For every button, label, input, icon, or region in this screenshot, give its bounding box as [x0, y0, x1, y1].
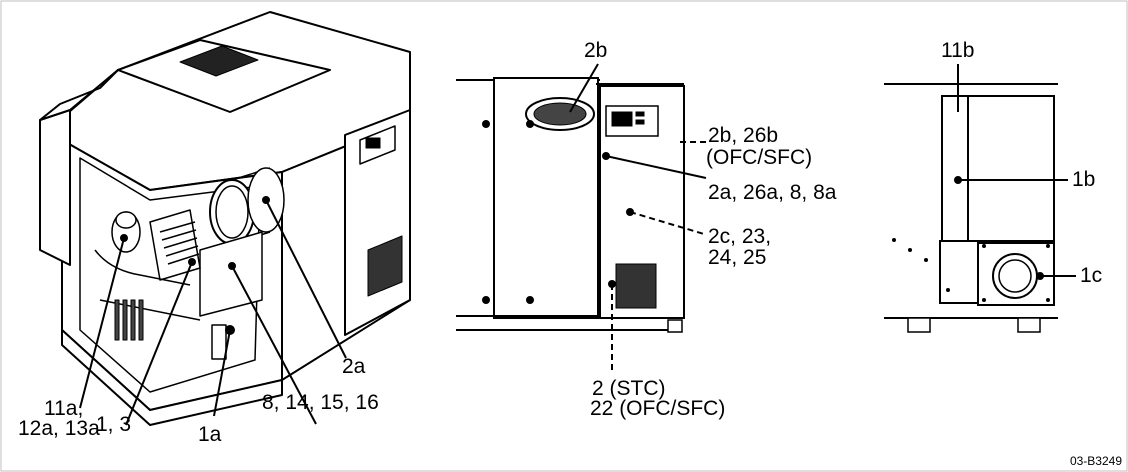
right-leader-lines: [954, 64, 1076, 280]
isometric-compressor-view: [39, 11, 411, 426]
label-11a: 11a,: [44, 397, 84, 420]
label-12a-13a: 12a, 13a: [18, 417, 100, 440]
middle-leader-lines: [569, 63, 708, 372]
label-24-25: 24, 25: [708, 246, 767, 269]
front-elevation-view: [456, 77, 685, 333]
label-8-14-15-16: 8, 14, 15, 16: [262, 391, 379, 414]
label-2a-26a-8-8a: 2a, 26a, 8, 8a: [708, 181, 837, 204]
front-vent-grille: [615, 263, 657, 309]
figure-reference-code: 03-B3249: [1069, 454, 1122, 468]
label-1-3: 1, 3: [96, 413, 132, 436]
label-22-ofc-sfc: 22 (OFC/SFC): [590, 397, 726, 420]
roof-vent-grid: [179, 45, 259, 77]
label-2-stc: 2 (STC): [592, 377, 666, 400]
left-leader-lines: [79, 196, 347, 426]
label-ofc-sfc: (OFC/SFC): [706, 146, 813, 169]
label-2c-23: 2c, 23,: [708, 225, 772, 248]
rear-elevation-view: [884, 83, 1058, 333]
side-vent-grille: [367, 235, 403, 297]
label-2b-26b: 2b, 26b: [708, 124, 779, 147]
label-1c: 1c: [1080, 264, 1103, 287]
label-11b: 11b: [941, 39, 975, 62]
label-1b: 1b: [1072, 168, 1096, 191]
label-2b-top: 2b: [584, 39, 608, 62]
label-1a: 1a: [198, 423, 222, 446]
compressor-element: [149, 209, 201, 281]
label-2a-left: 2a: [342, 355, 366, 378]
